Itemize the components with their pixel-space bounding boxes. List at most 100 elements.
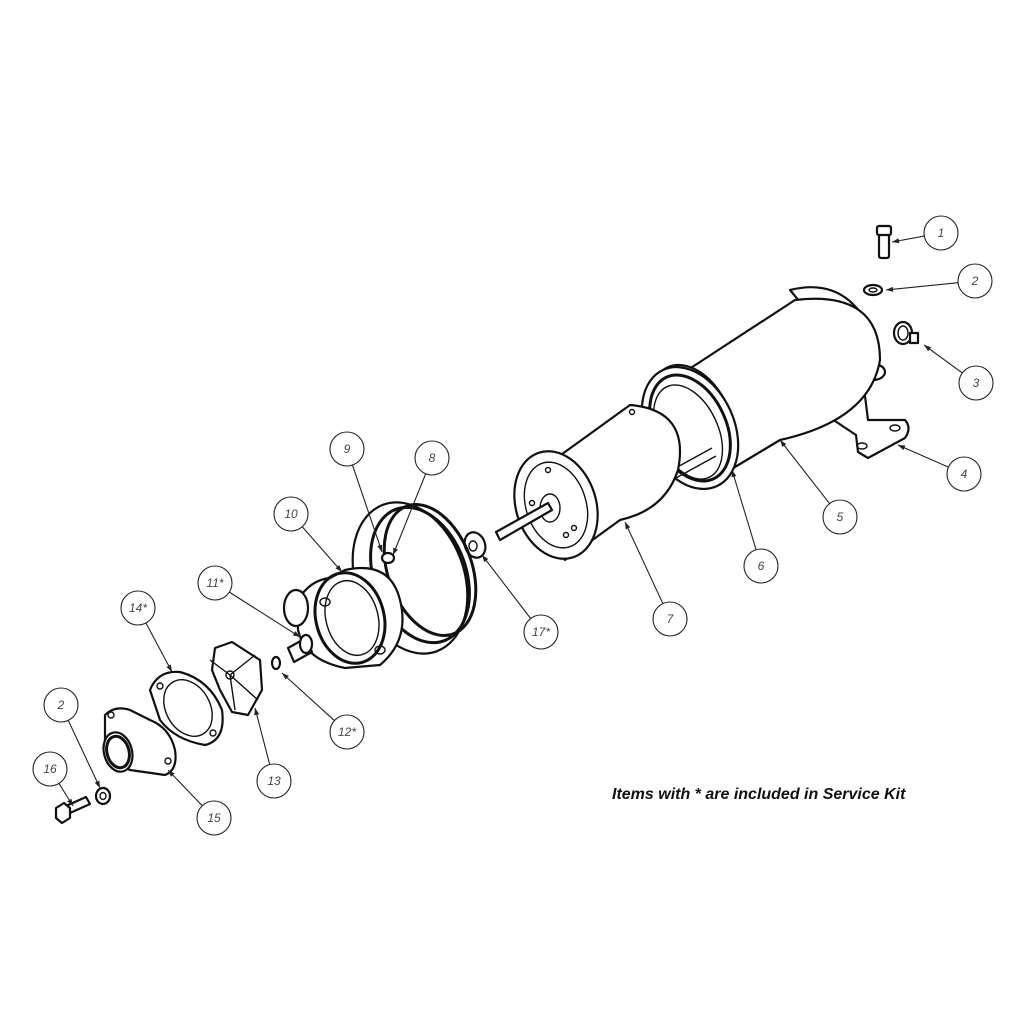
callout-label: 7 — [667, 612, 675, 626]
callout-bubble — [523, 614, 559, 650]
callout-label: 5 — [837, 510, 844, 524]
callout-label: 14* — [129, 601, 147, 615]
callout-bubble — [273, 496, 309, 532]
callout-bubble — [958, 365, 994, 401]
leader-line — [897, 444, 949, 468]
callout-label: 3 — [973, 376, 980, 390]
callout-bubble — [32, 751, 68, 787]
callout-label: 4 — [961, 467, 968, 481]
callout-label: 2 — [57, 698, 65, 712]
callout-bubble — [196, 800, 232, 836]
callout-bubble — [120, 590, 156, 626]
callout-label: 15 — [207, 811, 221, 825]
callout-15: 15 — [167, 769, 232, 836]
callout-label: 13 — [267, 774, 281, 788]
arrowhead-icon — [67, 798, 73, 806]
callout-bubble — [43, 687, 79, 723]
arrowhead-icon — [924, 345, 932, 352]
callout-13: 13 — [254, 707, 292, 799]
callout-10: 10 — [273, 496, 343, 573]
retaining-clip-part — [270, 655, 282, 671]
leader-line — [167, 769, 203, 807]
arrowhead-icon — [94, 780, 100, 788]
callout-bubble — [923, 215, 959, 251]
leader-line — [301, 526, 343, 573]
arrowhead-icon — [166, 664, 172, 672]
shaft-seal-part — [286, 633, 314, 664]
callout-bubble — [329, 431, 365, 467]
callout-7: 7 — [624, 521, 688, 637]
callout-9: 9 — [329, 431, 383, 553]
arrowhead-icon — [892, 238, 900, 244]
arrowhead-icon — [377, 544, 383, 552]
callout-label: 1 — [938, 226, 945, 240]
arrowhead-icon — [393, 547, 398, 555]
motor-part — [494, 403, 682, 562]
leader-line — [67, 720, 101, 789]
arrowhead-icon — [886, 286, 894, 292]
arrowhead-icon — [282, 673, 289, 680]
impeller-part — [209, 640, 264, 717]
callout-bubble — [652, 601, 688, 637]
arrowhead-icon — [731, 470, 737, 478]
callout-2: 2 — [43, 687, 101, 789]
callout-8: 8 — [392, 440, 450, 556]
callout-bubble — [329, 714, 365, 750]
callout-12-kit: 12* — [281, 672, 365, 750]
leader-line — [351, 464, 383, 553]
callout-14-kit: 14* — [120, 590, 173, 673]
callout-11-kit: 11* — [197, 565, 301, 638]
leader-line — [624, 521, 664, 604]
leader-line — [254, 707, 271, 765]
callout-2: 2 — [885, 263, 993, 299]
washer-lower-part — [94, 786, 112, 806]
callout-label: 8 — [429, 451, 436, 465]
clamp-nut-part — [892, 320, 920, 346]
callout-17-kit: 17* — [481, 554, 559, 650]
cap-screw-part — [875, 224, 893, 260]
callout-1: 1 — [891, 215, 959, 251]
callout-label: 9 — [344, 442, 351, 456]
callout-label: 6 — [758, 559, 765, 573]
arrowhead-icon — [625, 522, 631, 530]
callout-bubble — [743, 548, 779, 584]
callout-5: 5 — [779, 439, 858, 535]
service-kit-note: Items with * are included in Service Kit — [612, 786, 906, 803]
callout-bubble — [957, 263, 993, 299]
washer-upper-part — [862, 283, 884, 297]
arrowhead-icon — [780, 440, 787, 448]
hex-bolt-part — [54, 795, 92, 825]
arrowhead-icon — [254, 708, 260, 716]
callout-bubble — [197, 565, 233, 601]
callout-label: 17* — [532, 625, 550, 639]
callout-label: 11* — [206, 576, 223, 590]
callout-label: 2 — [971, 274, 979, 288]
gasket-part — [148, 670, 224, 747]
leader-line — [885, 282, 959, 291]
callout-label: 10 — [284, 507, 298, 521]
callout-3: 3 — [923, 344, 994, 401]
callout-layer: 1 2 3 4 5 6 7 8 9 10 11* 12* 13 14* 15 2 16 17* — [32, 215, 994, 836]
callout-16: 16 — [32, 751, 74, 807]
leader-line — [923, 344, 963, 374]
arrowhead-icon — [335, 565, 342, 572]
callout-4: 4 — [897, 444, 982, 492]
leader-line — [145, 622, 173, 673]
leader-line — [779, 439, 830, 504]
callout-label: 16 — [43, 762, 57, 776]
leader-line — [281, 672, 335, 721]
leader-line — [392, 473, 427, 556]
leader-line — [229, 591, 301, 638]
callout-bubble — [414, 440, 450, 476]
leader-line — [731, 469, 757, 550]
callout-bubble — [946, 456, 982, 492]
screw-part — [380, 551, 396, 565]
pump-housing-part — [282, 566, 404, 670]
callout-bubble — [256, 763, 292, 799]
arrowhead-icon — [898, 445, 906, 451]
callout-bubble — [822, 499, 858, 535]
inlet-cover-part — [102, 707, 177, 777]
arrowhead-icon — [482, 555, 489, 563]
leader-line — [481, 554, 532, 619]
